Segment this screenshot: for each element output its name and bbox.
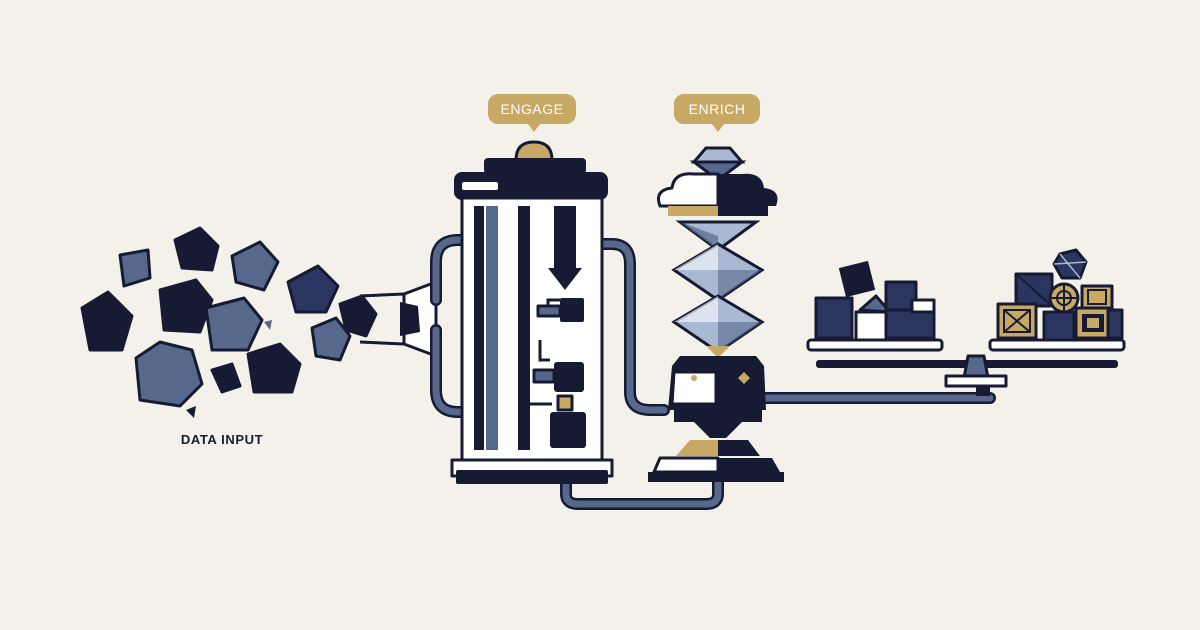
pedestal-machine-icon	[648, 356, 784, 482]
intake-funnel-icon	[359, 280, 438, 358]
engage-label-bubble: ENGAGE	[488, 94, 576, 132]
data-rock-cluster-icon	[80, 226, 378, 418]
diamond-crystal-stack-icon	[657, 146, 778, 358]
pipe-network	[430, 234, 996, 510]
enrich-label: ENRICH	[689, 101, 746, 117]
cube-stack-icon	[814, 260, 936, 342]
enrich-label-bubble: ENRICH	[674, 94, 760, 132]
balance-scale-icon	[806, 338, 1126, 396]
engage-label: ENGAGE	[501, 101, 564, 117]
data-input-label: DATA INPUT	[181, 432, 263, 447]
processing-tower-icon	[450, 140, 614, 484]
ornate-cube-stack-icon	[996, 248, 1124, 342]
